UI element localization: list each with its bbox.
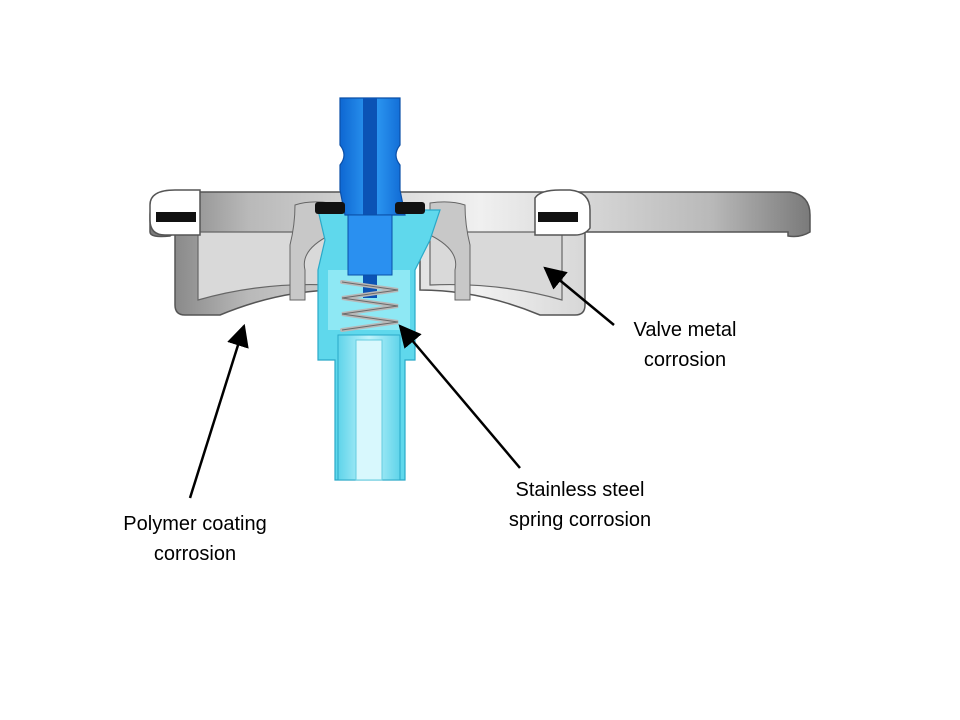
dip-tube-core [355, 339, 383, 481]
spring-corrosion-label: Stainless steel spring corrosion [470, 475, 690, 535]
arrow-polymer [188, 323, 249, 499]
cup-pedestal [289, 201, 331, 301]
arrow-spring [398, 324, 521, 469]
spring-label-line2: spring corrosion [508, 509, 652, 531]
polymer-label-line2: corrosion [153, 543, 237, 565]
stem-lower [347, 214, 393, 276]
spring-label-line1: Stainless steel [515, 479, 645, 501]
valve-metal-label-line2: corrosion [643, 349, 727, 371]
valve-metal-label-line1: Valve metal [633, 319, 737, 341]
cup-pedestal-right [429, 201, 471, 301]
right-gasket [538, 212, 578, 222]
valve-metal-corrosion-label: Valve metal corrosion [600, 315, 770, 375]
left-gasket [156, 212, 196, 222]
polymer-label-line1: Polymer coating [123, 513, 267, 535]
arrow-valve-metal [543, 266, 615, 326]
stem-gasket-right [395, 202, 425, 214]
stem-gasket-left [315, 202, 345, 214]
polymer-coating-corrosion-label: Polymer coating corrosion [90, 509, 300, 569]
